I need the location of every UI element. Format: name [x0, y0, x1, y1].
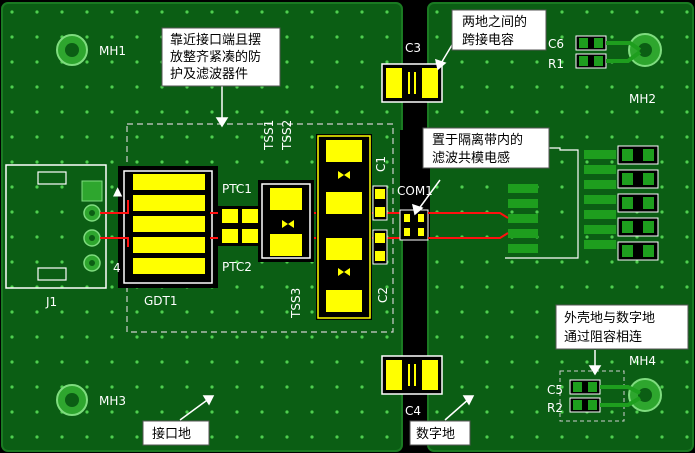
callout-digital-gnd: 数字地 — [409, 420, 471, 446]
c5-label: C5 — [547, 383, 563, 397]
callout-protection-line1: 靠近接口端且摆 — [170, 32, 261, 48]
mounting-hole-mh3: MH3 — [56, 384, 126, 416]
c4-label: C4 — [405, 404, 421, 418]
rc-pair-c5-r2: C5 R2 — [547, 370, 642, 422]
callout-common-mode: 置于隔离带内的 滤波共模电感 — [422, 127, 550, 169]
rc-pair-c6-r1: C6 R1 — [548, 35, 642, 71]
callout-common-mode-line2: 滤波共模电感 — [432, 150, 510, 166]
callout-common-mode-line1: 置于隔离带内的 — [432, 132, 523, 148]
mh1-label: MH1 — [99, 44, 126, 58]
c3-label: C3 — [405, 41, 421, 55]
gdt1-component: ▲ 4 GDT1 — [113, 166, 218, 308]
c6-label: C6 — [548, 37, 564, 51]
callout-chassis-digital-line2: 通过阻容相连 — [564, 329, 642, 345]
callout-protection-line2: 放整齐紧凑的防 — [170, 49, 261, 65]
mounting-hole-mh2: MH2 — [628, 33, 662, 106]
callout-bridge-cap: 两地之间的 跨接电容 — [451, 9, 547, 51]
tss3-label: TSS3 — [289, 288, 303, 319]
bridge-capacitor-c4: C4 — [381, 355, 443, 418]
callout-chassis-digital: 外壳地与数字地 通过阻容相连 — [555, 304, 689, 350]
mounting-hole-mh1: MH1 — [56, 34, 126, 66]
mounting-hole-mh4: MH4 — [628, 354, 662, 412]
bridge-capacitor-c3: C3 — [381, 41, 443, 103]
j1-label: J1 — [45, 295, 57, 309]
callout-interface-gnd: 接口地 — [142, 420, 210, 446]
callout-protection: 靠近接口端且摆 放整齐紧凑的防 护及滤波器件 — [161, 27, 281, 87]
tss-components: TSS1 TSS2 TSS3 — [258, 120, 372, 320]
pin-4-label: 4 — [113, 261, 121, 275]
gdt1-label: GDT1 — [144, 294, 178, 308]
mh4-label: MH4 — [629, 354, 656, 368]
mh2-label: MH2 — [629, 92, 656, 106]
callout-chassis-digital-line1: 外壳地与数字地 — [564, 311, 655, 326]
c2-label: C2 — [376, 287, 390, 303]
callout-bridge-cap-line1: 两地之间的 — [462, 14, 527, 30]
com1-label: COM1 — [397, 184, 433, 198]
r2-label: R2 — [547, 401, 563, 415]
callout-bridge-cap-line2: 跨接电容 — [462, 32, 514, 48]
digital-side-resistors — [617, 145, 659, 261]
r1-label: R1 — [548, 57, 564, 71]
pin-arrow-marker: ▲ — [113, 184, 123, 198]
ptc1-label: PTC1 — [222, 182, 252, 196]
ptc-components: PTC1 PTC2 — [218, 182, 262, 274]
connector-j1: J1 — [5, 164, 107, 309]
ptc2-label: PTC2 — [222, 260, 252, 274]
callout-protection-line3: 护及滤波器件 — [170, 67, 248, 82]
mh3-label: MH3 — [99, 394, 126, 408]
callout-arrows — [179, 39, 602, 421]
tss2-label: TSS2 — [280, 120, 294, 151]
common-mode-choke-com1: COM1 — [397, 184, 433, 241]
c1-label: C1 — [374, 156, 388, 172]
filter-capacitors-c1-c2: C1 C2 — [372, 156, 390, 303]
callout-digital-gnd-text: 数字地 — [416, 427, 455, 442]
callout-interface-gnd-text: 接口地 — [152, 426, 191, 442]
digital-side-ic — [428, 147, 616, 259]
tss1-label: TSS1 — [262, 120, 276, 151]
